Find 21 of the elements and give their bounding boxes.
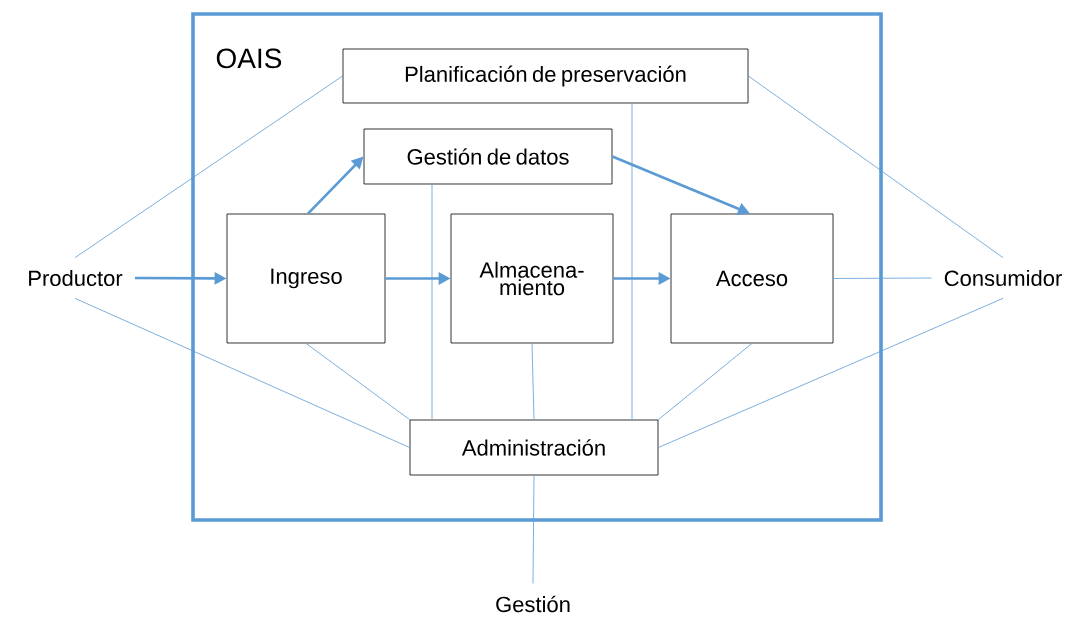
process-box: Administración (409, 419, 659, 476)
connector-line (658, 343, 753, 420)
actor-label: Gestión (496, 595, 570, 613)
frame-title: OAIS (216, 48, 282, 69)
connector-line (74, 75, 343, 259)
connector-line (658, 297, 1004, 448)
process-box: Almacena- miento (450, 213, 614, 344)
process-box: Acceso (670, 213, 834, 344)
actor-label: Productor (29, 269, 123, 287)
connector-line (305, 343, 410, 420)
connector-line (74, 297, 410, 448)
process-box: Planificación de preservación (342, 48, 749, 104)
connector-line (833, 277, 932, 279)
connector-line (531, 343, 535, 420)
actor-label: Consumidor (944, 269, 1062, 287)
process-box: Gestión de datos (363, 128, 613, 185)
process-box: Ingreso (226, 213, 386, 344)
connector-line (431, 184, 433, 420)
connector-line (631, 103, 633, 420)
connector-line (748, 75, 1004, 259)
connector-line (532, 475, 535, 584)
